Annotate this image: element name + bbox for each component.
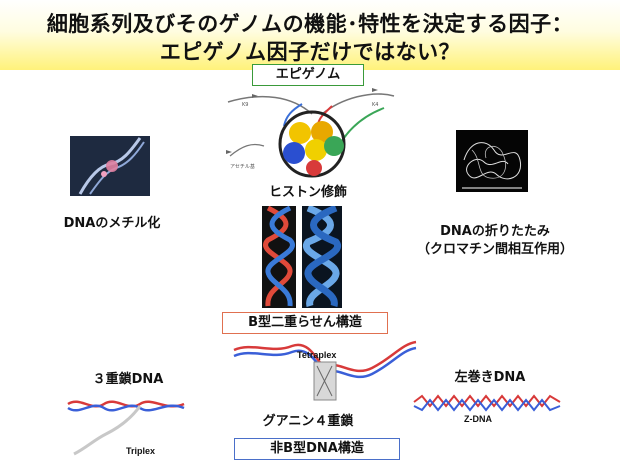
- b-dna-helix-image-left: [262, 206, 296, 308]
- dna-folding-label: DNAの折りたたみ: [440, 224, 550, 239]
- b-dna-helix-image-right: [302, 206, 342, 308]
- tetraplex-label: Tetraplex: [297, 350, 337, 360]
- page-title-line-2: エピゲノム因子だけではない？: [159, 40, 461, 64]
- epigenome-box: エピゲノム: [252, 64, 364, 86]
- title-banner: [0, 0, 620, 70]
- z-dna-image: [413, 394, 561, 412]
- triplex-label: Triplex: [126, 446, 156, 456]
- page-title-line-1: 細胞系列及びそのゲノムの機能･特性を決定する因子：: [46, 12, 574, 36]
- left-handed-dna-label: 左巻きDNA: [454, 370, 526, 385]
- z-dna-label: Z-DNA: [464, 414, 492, 424]
- triplex-image: [67, 400, 185, 456]
- b-form-double-helix-box: B型二重らせん構造: [222, 312, 388, 334]
- non-b-dna-structure-box: 非B型DNA構造: [234, 438, 400, 460]
- dna-methylation-label: DNAのメチル化: [63, 216, 161, 231]
- chromatin-folding-image: [456, 130, 528, 192]
- triple-strand-dna-label: ３重鎖DNA: [92, 372, 164, 387]
- svg-text:アセチル基: アセチル基: [230, 163, 255, 170]
- svg-text:K4: K4: [372, 102, 378, 108]
- tetraplex-image: [233, 340, 417, 401]
- dna-methylation-image: [70, 136, 150, 196]
- histone-modification-label: ヒストン修飾: [268, 185, 347, 200]
- chromatin-interaction-label: （クロマチン間相互作用）: [416, 242, 573, 257]
- svg-text:K9: K9: [242, 102, 248, 108]
- guanine-quadruplex-label: グアニン４重鎖: [262, 414, 354, 429]
- nucleosome-illustration: K9 K4 アセチル基: [226, 88, 395, 178]
